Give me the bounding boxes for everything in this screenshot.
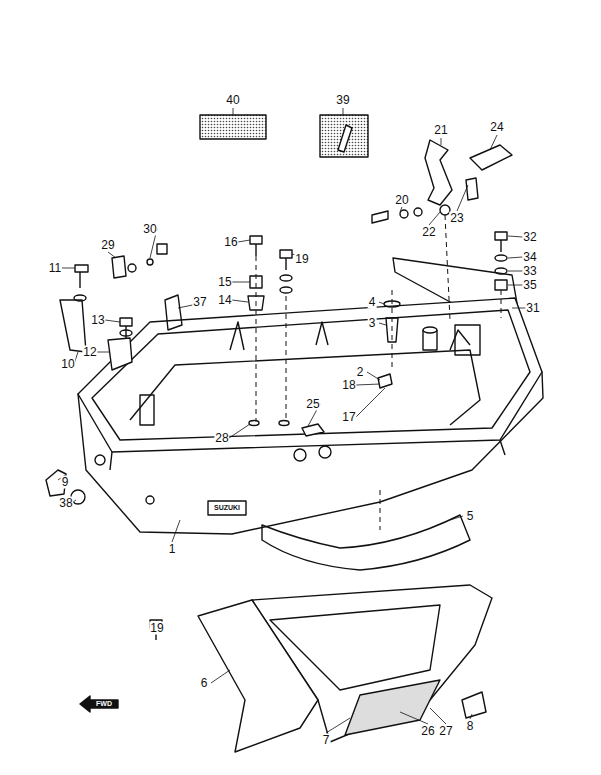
callout-number: 20 xyxy=(394,194,409,207)
callout-number: 19 xyxy=(294,253,309,266)
callout-number: 17 xyxy=(341,411,356,424)
callout-number: 31 xyxy=(525,302,540,315)
direction-arrow-label: FWD xyxy=(95,700,113,708)
callout-number: 16 xyxy=(223,236,238,249)
callout-number: 18 xyxy=(341,379,356,392)
callout-number: 34 xyxy=(522,251,537,264)
callout-number: 37 xyxy=(192,296,207,309)
callout-number: 29 xyxy=(100,239,115,252)
callout-number: 7 xyxy=(322,734,331,747)
callout-number: 26 xyxy=(420,725,435,738)
callout-number: 35 xyxy=(522,279,537,292)
callout-number: 38 xyxy=(58,497,73,510)
callout-number: 1 xyxy=(168,543,177,556)
callout-number: 6 xyxy=(200,677,209,690)
callout-number: 25 xyxy=(305,398,320,411)
callout-number: 28 xyxy=(214,432,229,445)
callout-number: 4 xyxy=(368,296,377,309)
callout-number: 11 xyxy=(48,262,62,275)
callout-number: 14 xyxy=(217,294,232,307)
callout-number: 3 xyxy=(368,317,377,330)
callout-number: 2 xyxy=(356,366,365,379)
callout-number: 13 xyxy=(90,314,105,327)
callout-number: 39 xyxy=(335,94,350,107)
callout-number: 21 xyxy=(433,124,448,137)
callout-number: 22 xyxy=(421,226,436,239)
callout-number: 15 xyxy=(217,276,232,289)
callout-number: 5 xyxy=(466,510,475,523)
callout-number: 9 xyxy=(61,476,70,489)
callout-number: 23 xyxy=(449,212,464,225)
callout-number: 32 xyxy=(522,231,537,244)
callout-number: 8 xyxy=(466,720,475,733)
callout-number: 10 xyxy=(60,358,75,371)
callout-number: 24 xyxy=(489,121,504,134)
callout-number: 19 xyxy=(149,622,164,635)
callout-number: 27 xyxy=(438,725,453,738)
callout-number: 33 xyxy=(522,265,537,278)
callout-number: 40 xyxy=(225,94,240,107)
callout-number: 12 xyxy=(82,346,97,359)
brand-badge: SUZUKI xyxy=(214,504,240,512)
callout-number: 30 xyxy=(142,223,157,236)
